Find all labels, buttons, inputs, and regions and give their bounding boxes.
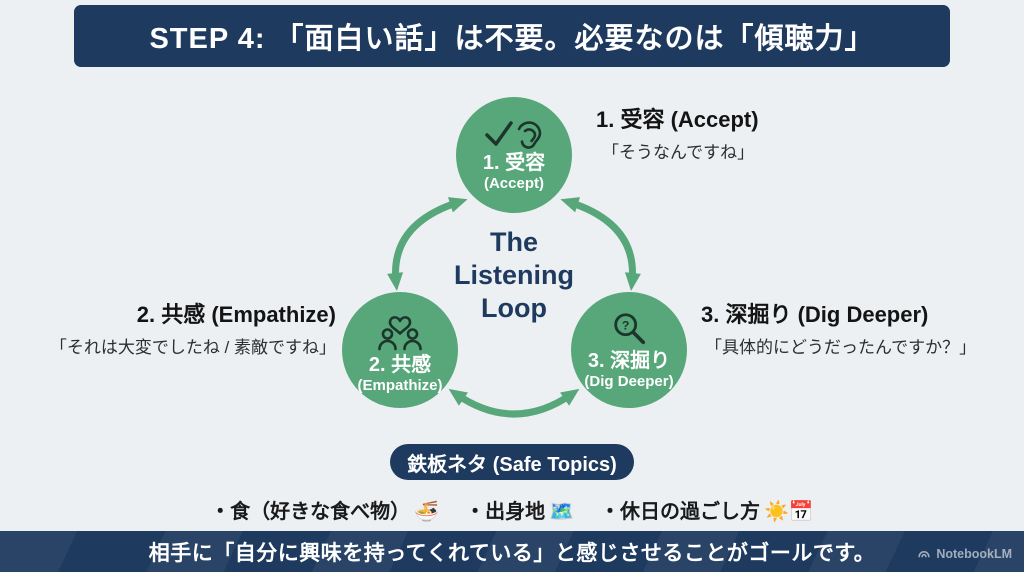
- topic-hometown: ・出身地🗺️: [465, 495, 574, 524]
- annotation-dig-deeper-title: 3. 深掘り (Dig Deeper): [701, 302, 929, 327]
- check-ear-icon: [485, 121, 542, 149]
- svg-text:?: ?: [622, 318, 630, 332]
- node-dig-deeper-label: 3. 深掘り: [587, 349, 671, 372]
- node-accept-label: 1. 受容: [482, 152, 546, 174]
- sun-calendar-emoji: ☀️📅: [764, 501, 814, 523]
- safe-topics-pill-label: 鉄板ネタ (Safe Topics): [407, 453, 617, 476]
- node-dig-deeper: ? 3. 深掘り (Dig Deeper): [571, 292, 687, 408]
- magnifier-question-icon: ?: [614, 312, 646, 344]
- ramen-bowl-emoji: 🍜: [414, 501, 440, 523]
- annotation-empathize-title: 2. 共感 (Empathize): [136, 302, 336, 327]
- notebooklm-watermark: NotebookLM: [917, 547, 1012, 561]
- notebooklm-logo-icon: [918, 551, 930, 558]
- topic-holidays: ・休日の過ごし方☀️📅: [600, 495, 814, 524]
- node-empathize-label: 2. 共感: [368, 353, 432, 376]
- annotation-empathize-quote: 「それは大変でしたね / 素敵ですね」: [49, 338, 336, 357]
- annotation-accept-quote: 「そうなんですね」: [602, 143, 755, 162]
- safe-topics-pill: 鉄板ネタ (Safe Topics): [390, 444, 634, 480]
- footer-bar: 相手に「自分に興味を持ってくれている」と感じさせることがゴールです。 Noteb…: [0, 531, 1024, 572]
- safe-topics-list: ・食（好きな食べ物）🍜 ・出身地🗺️ ・休日の過ごし方☀️📅: [0, 495, 1024, 524]
- footer-message: 相手に「自分に興味を持ってくれている」と感じさせることがゴールです。: [148, 541, 876, 565]
- annotation-dig-deeper-quote: 「具体的にどうだったんですか？」: [705, 338, 977, 357]
- topic-food: ・食（好きな食べ物）🍜: [210, 495, 439, 524]
- map-pin-emoji: 🗺️: [549, 501, 574, 523]
- node-accept-sublabel: (Accept): [483, 175, 544, 192]
- annotation-accept-title: 1. 受容 (Accept): [596, 107, 759, 132]
- annotation-accept: 1. 受容 (Accept) 「そうなんですね」: [596, 107, 759, 163]
- node-dig-deeper-sublabel: (Dig Deeper): [584, 372, 674, 390]
- people-heart-icon: [378, 315, 422, 350]
- node-empathize-sublabel: (Empathize): [357, 376, 443, 394]
- annotation-dig-deeper: 3. 深掘り (Dig Deeper) 「具体的にどうだったんですか？」: [701, 302, 976, 358]
- slide-title-bar: STEP 4: 「面白い話」は不要。必要なのは「傾聴力」: [74, 5, 950, 67]
- node-empathize: 2. 共感 (Empathize): [342, 292, 458, 408]
- notebooklm-watermark-label: NotebookLM: [936, 547, 1012, 561]
- annotation-empathize: 2. 共感 (Empathize) 「それは大変でしたね / 素敵ですね」: [50, 302, 336, 358]
- topic-hometown-label: ・出身地: [465, 501, 546, 523]
- node-accept: 1. 受容 (Accept): [456, 97, 572, 213]
- arrow-empathize-dig: [448, 388, 580, 418]
- slide-title: STEP 4: 「面白い話」は不要。必要なのは「傾聴力」: [149, 23, 875, 55]
- loop-center-title: The Listening Loop: [454, 227, 574, 323]
- topic-holidays-label: ・休日の過ごし方: [600, 501, 760, 523]
- topic-food-label: ・食（好きな食べ物）: [210, 501, 411, 523]
